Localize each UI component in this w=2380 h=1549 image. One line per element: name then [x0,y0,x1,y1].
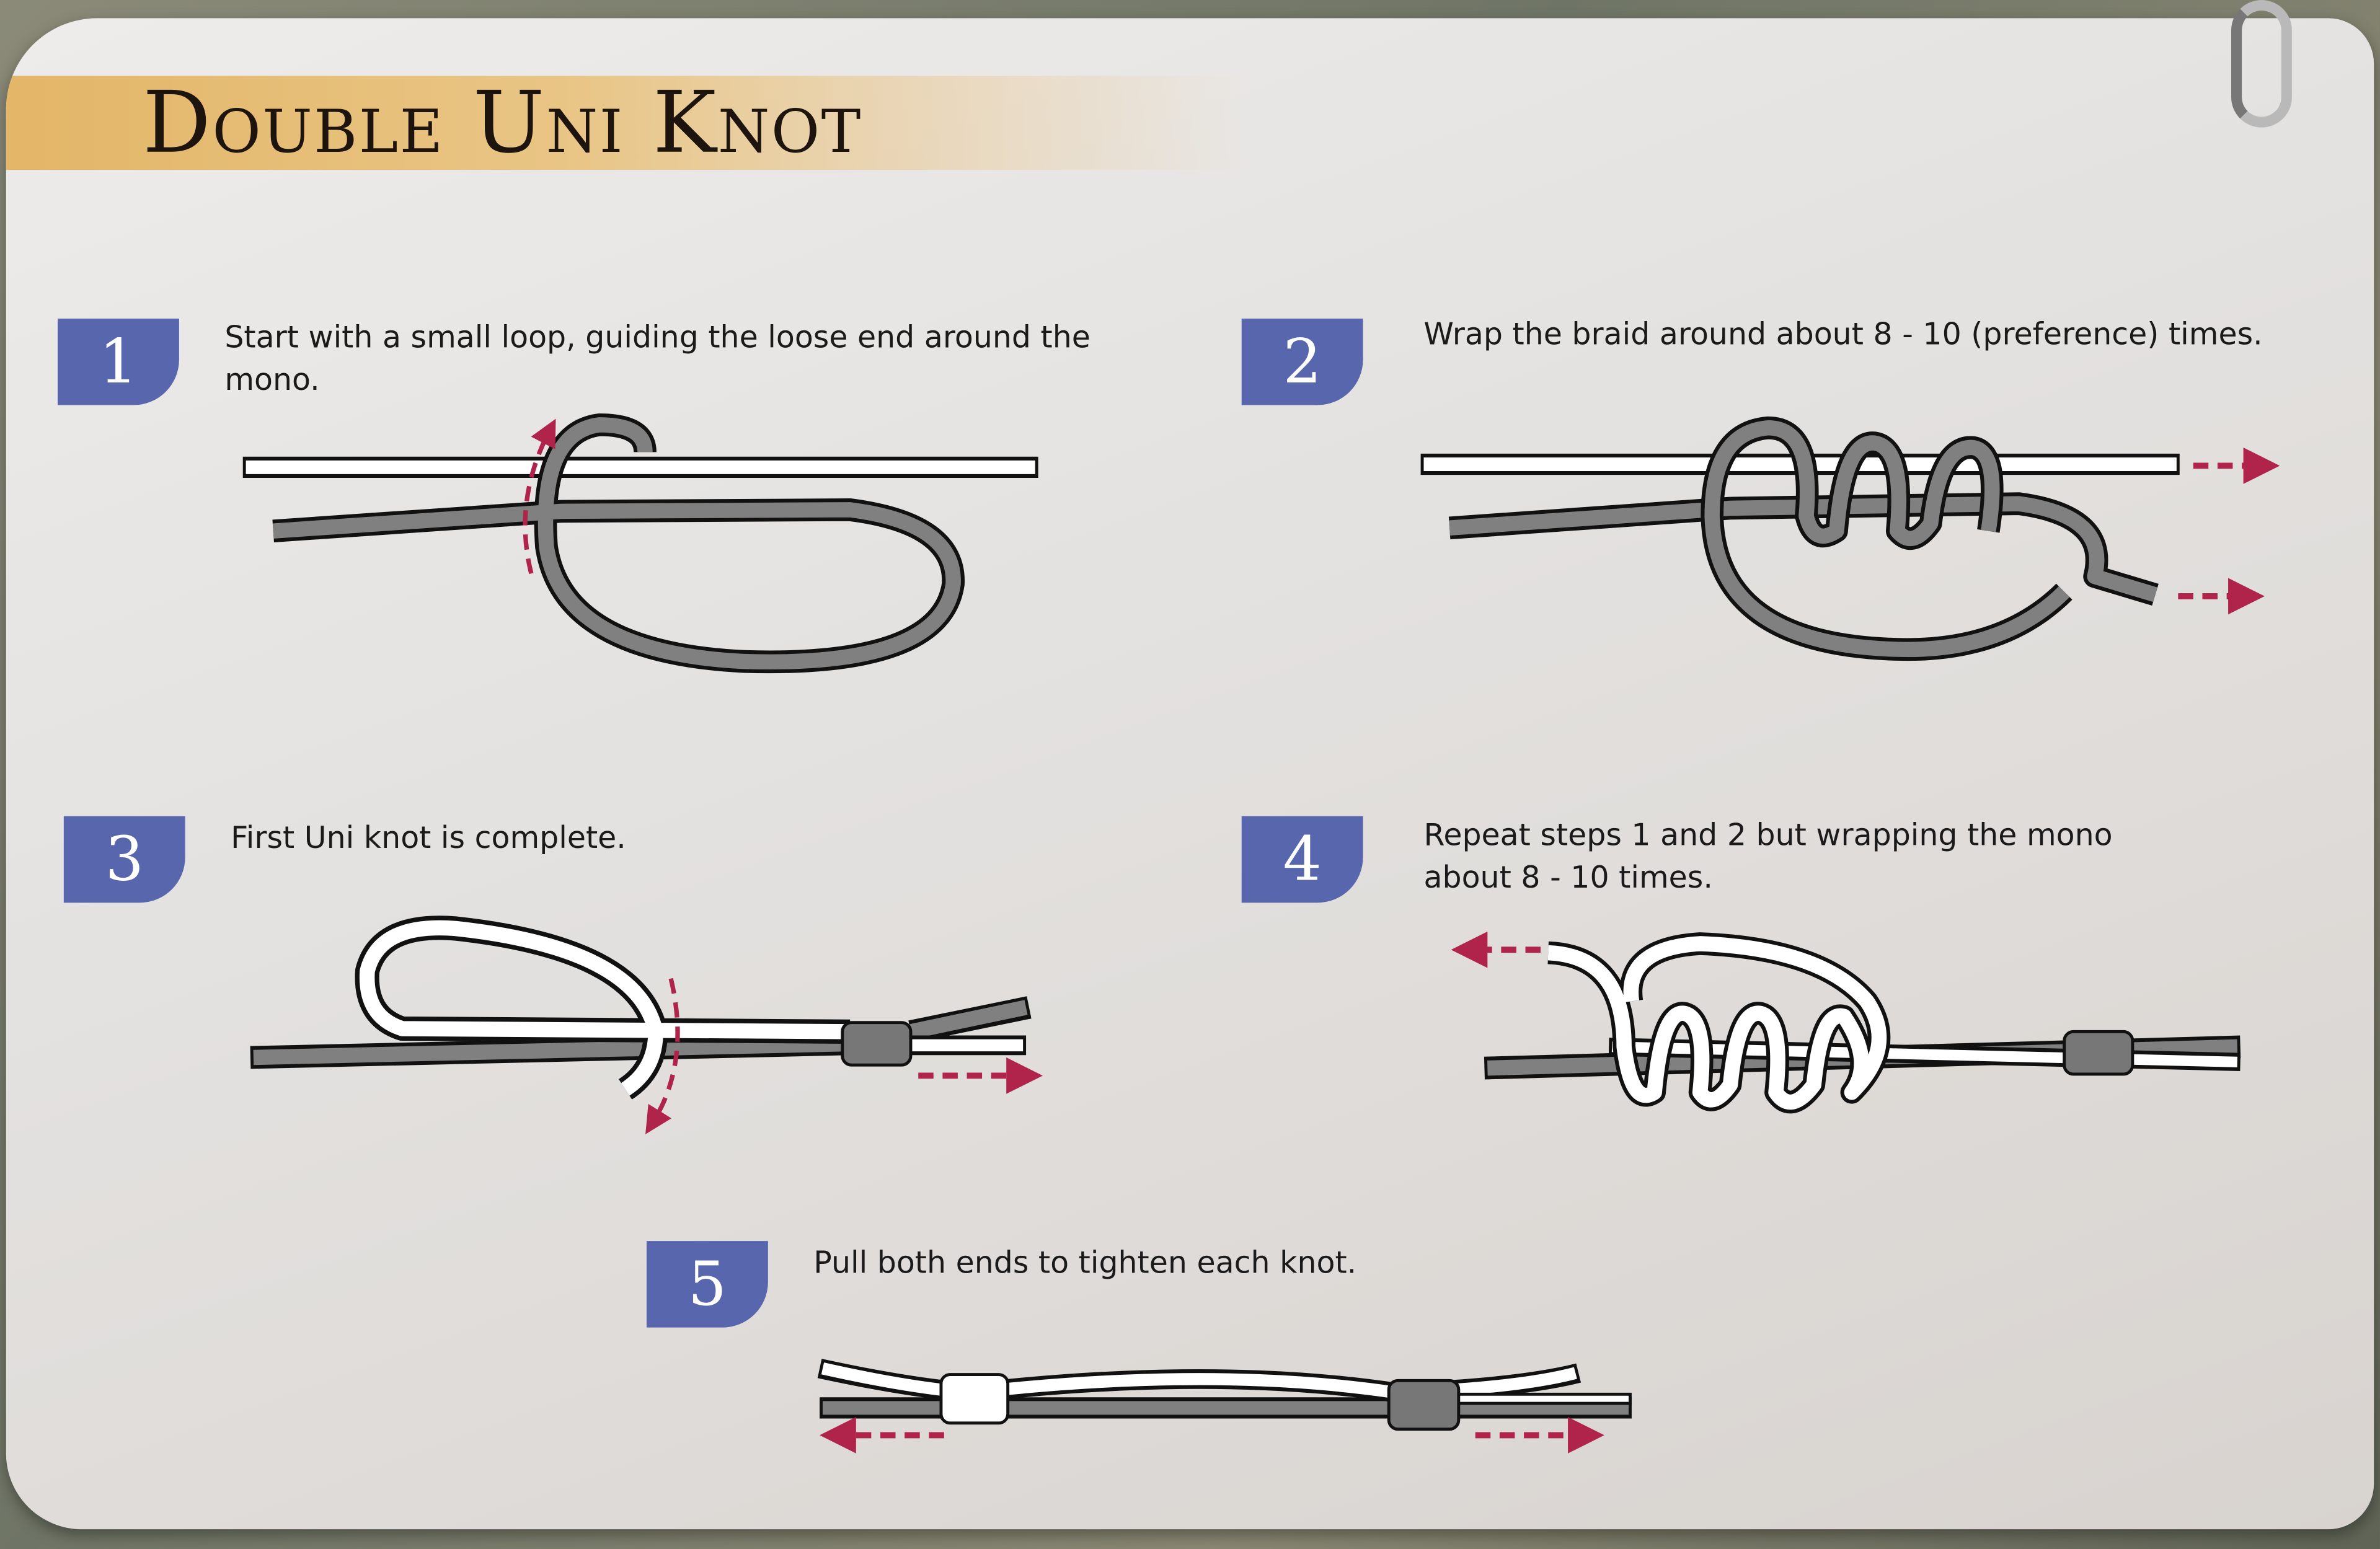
step-3-badge: 3 [63,816,185,903]
step-2-text: Wrap the braid around about 8 - 10 (pref… [1423,316,2263,352]
step-5-text: Pull both ends to tighten each knot. [813,1244,1357,1281]
page-title: Double Uni Knot [143,74,862,174]
step-2-diagram [1420,416,2280,661]
step-2-badge: 2 [1241,318,1363,405]
wraps [2063,1030,2134,1076]
step-5-diagram [817,1359,1632,1454]
step-4-text: Repeat steps 1 and 2 but wrapping the mo… [1423,816,2113,896]
wraps [1387,1379,1461,1431]
step-4-diagram [1451,931,2241,1114]
step-1-badge: 1 [58,318,179,405]
step-1-diagram [242,413,1038,674]
title-band [6,76,1251,170]
arrow-icon [523,418,556,575]
step-3-diagram [250,916,1043,1134]
step-1-text: Start with a small loop, guiding the loo… [224,318,1090,398]
step-5-badge: 5 [646,1241,768,1328]
arrow-icon [645,978,680,1134]
step-4-badge: 4 [1241,816,1363,903]
instruction-card: Double Uni Knot 1 Start with a small loo… [6,18,2374,1530]
wraps [939,1373,1010,1425]
wraps [841,1021,913,1067]
step-3-text: First Uni knot is complete. [231,819,626,856]
